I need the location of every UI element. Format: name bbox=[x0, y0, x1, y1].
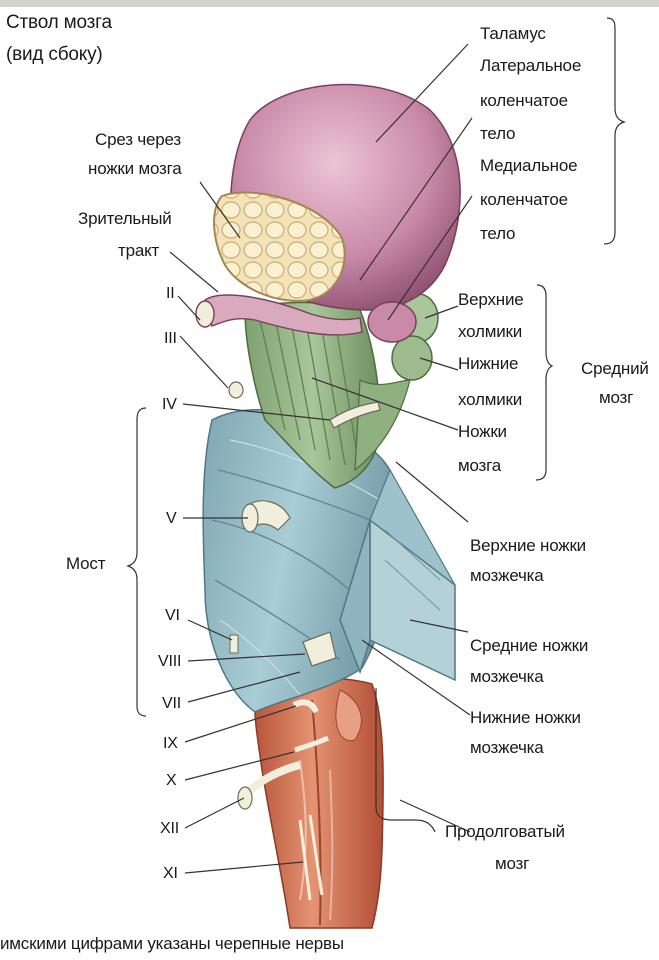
nerve-label-vii: VII bbox=[162, 690, 181, 717]
label-midbrain-1: Средний bbox=[581, 355, 649, 382]
label-cerebral-peduncles-1: Ножки bbox=[458, 418, 507, 445]
title-line-2: (вид сбоку) bbox=[6, 40, 103, 70]
label-cerebral-peduncles-2: мозга bbox=[458, 452, 501, 479]
footer-caption: имскими цифрами указаны черепные нервы bbox=[0, 930, 344, 957]
nerve-label-ix: IX bbox=[163, 730, 178, 757]
nerve-label-vi: VI bbox=[165, 602, 180, 629]
label-superior-cerebellar-peduncles-2: мозжечка bbox=[470, 562, 544, 589]
label-middle-cerebellar-peduncles-1: Средние ножки bbox=[470, 632, 588, 659]
label-lgb-3: тело bbox=[480, 120, 515, 147]
label-inferior-cerebellar-peduncles-2: мозжечка bbox=[470, 734, 544, 761]
label-peduncle-cut-2: ножки мозга bbox=[88, 155, 182, 182]
label-mgb-3: тело bbox=[480, 220, 515, 247]
label-lgb-1: Латеральное bbox=[480, 52, 581, 79]
label-lgb-2: коленчатое bbox=[480, 87, 568, 114]
nerve-label-v: V bbox=[166, 505, 176, 532]
label-midbrain-2: мозг bbox=[599, 384, 633, 411]
label-inferior-colliculi-1: Нижние bbox=[458, 350, 518, 377]
label-peduncle-cut-1: Срез через bbox=[95, 126, 181, 153]
nerve-label-viii: VIII bbox=[158, 648, 181, 675]
label-superior-colliculi-1: Верхние bbox=[458, 286, 524, 313]
label-mgb-1: Медиальное bbox=[480, 152, 577, 179]
title-line-1: Ствол мозга bbox=[6, 8, 112, 38]
label-inferior-cerebellar-peduncles-1: Нижние ножки bbox=[470, 704, 581, 731]
nerve-label-iv: IV bbox=[162, 391, 177, 418]
nerve-label-xi: XI bbox=[163, 860, 178, 887]
label-thalamus: Таламус bbox=[480, 20, 546, 47]
label-medulla-1: Продолговатый bbox=[445, 818, 565, 845]
nerve-label-iii: III bbox=[164, 325, 177, 352]
medulla-shape bbox=[255, 678, 383, 928]
label-pons: Мост bbox=[66, 550, 105, 577]
label-middle-cerebellar-peduncles-2: мозжечка bbox=[470, 663, 544, 690]
label-mgb-2: коленчатое bbox=[480, 186, 568, 213]
label-superior-colliculi-2: холмики bbox=[458, 318, 522, 345]
label-medulla-2: мозг bbox=[495, 850, 529, 877]
label-optic-tract-2: тракт bbox=[118, 237, 159, 264]
label-inferior-colliculi-2: холмики bbox=[458, 386, 522, 413]
nerve-label-ii: II bbox=[166, 280, 175, 307]
label-optic-tract-1: Зрительный bbox=[78, 205, 172, 232]
nerve-label-x: X bbox=[166, 767, 176, 794]
label-superior-cerebellar-peduncles-1: Верхние ножки bbox=[470, 532, 586, 559]
nerve-label-xii: XII bbox=[160, 815, 179, 842]
